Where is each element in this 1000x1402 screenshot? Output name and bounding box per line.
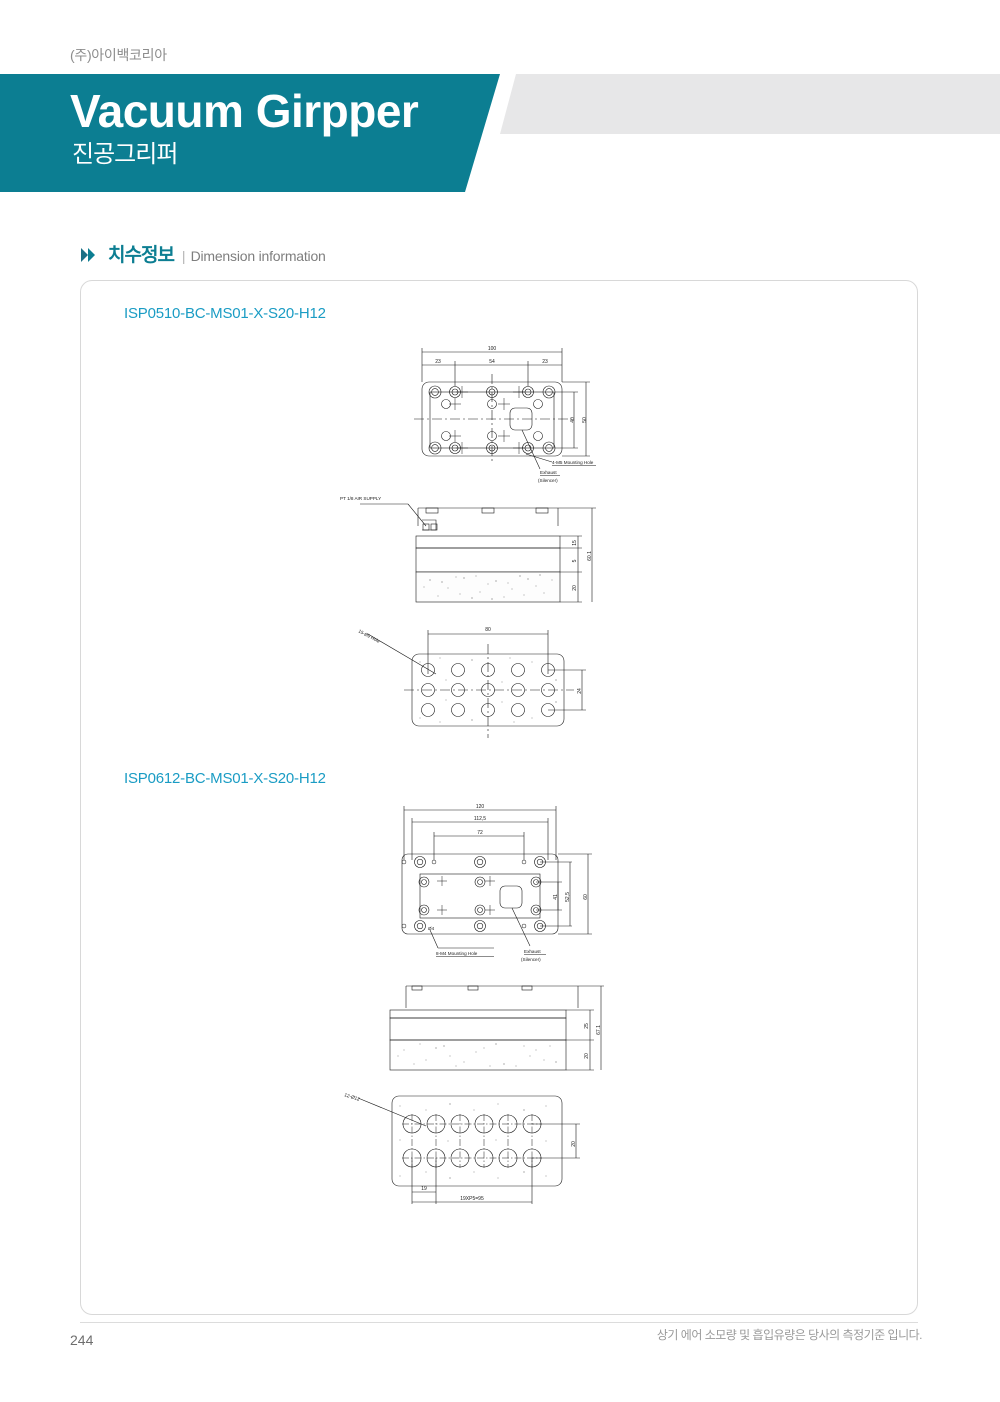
section-divider: | xyxy=(181,248,186,264)
dim-label: 24 xyxy=(577,688,583,694)
drawing-1-bottom-view: 80 24 15-Ø9 Hole xyxy=(350,618,610,743)
callout-mounting-hole: 4-M5 Mounting Hole xyxy=(552,460,594,465)
callout-hole-dia: Ø4 xyxy=(428,926,435,931)
callout-exhaust: Exhaust xyxy=(540,470,557,475)
chevron-right-icon xyxy=(80,247,102,263)
page-subtitle: 진공그리퍼 xyxy=(72,141,178,168)
company-name: (주)아이백코리아 xyxy=(70,47,167,63)
page-number: 244 xyxy=(70,1332,94,1348)
dim-label: 112,5 xyxy=(474,816,486,822)
footer-note: 상기 에어 소모량 및 흡입유량은 당사의 측정기준 입니다. xyxy=(656,1328,923,1342)
section-title-en: Dimension information xyxy=(190,248,326,264)
drawing-2-side-view: 25 20 67.1 xyxy=(382,978,612,1083)
section-title-ko: 치수정보 xyxy=(108,245,175,266)
dimension-card xyxy=(80,280,918,1315)
callout-silencer: (Silencer) xyxy=(521,957,541,962)
dim-label: 20 xyxy=(572,585,578,591)
header-accent-shape xyxy=(500,74,1000,134)
dim-label: 40 xyxy=(570,417,576,423)
dim-label: 23 xyxy=(435,359,441,365)
dim-label: 50 xyxy=(582,417,588,423)
dim-label: 25 xyxy=(584,1023,590,1029)
callout-air-supply: PT 1/8 AIR SUPPLY xyxy=(340,496,381,501)
callout-exhaust: Exhaust xyxy=(524,949,541,954)
dim-label: 60 xyxy=(583,894,589,900)
header-banner xyxy=(0,74,500,192)
page-title: Vacuum Girpper xyxy=(70,85,419,137)
dim-label: 67.1 xyxy=(596,1025,602,1035)
dim-label: 19XP5=95 xyxy=(460,1196,484,1202)
model-label-1: ISP0510-BC-MS01-X-S20-H12 xyxy=(124,305,326,322)
dim-label: 120 xyxy=(476,804,485,810)
dim-label: 54 xyxy=(489,359,495,365)
drawing-1-top-view: 100 23 54 23 40 50 4-M5 Mounting Hole Ex… xyxy=(400,342,615,502)
dim-label: 41 xyxy=(553,894,559,900)
section-heading: 치수정보 | Dimension information xyxy=(80,240,326,267)
callout-hole: 15-Ø9 Hole xyxy=(358,628,381,644)
dim-label: 5 xyxy=(572,559,578,562)
dim-label: 20 xyxy=(584,1053,590,1059)
dim-label: 72 xyxy=(477,830,483,836)
dim-label: 15 xyxy=(572,540,578,546)
dim-label: 100 xyxy=(488,346,497,352)
drawing-2-top-view: 120 112,5 72 41 52,5 60 8-M4 Mounting Ho… xyxy=(390,798,610,963)
dim-label: 80 xyxy=(485,627,491,633)
dim-label: 23 xyxy=(542,359,548,365)
dim-label: 20 xyxy=(571,1141,577,1147)
model-label-2: ISP0612-BC-MS01-X-S20-H12 xyxy=(124,770,326,787)
dim-label: 60.1 xyxy=(587,551,593,561)
callout-mounting-hole: 8-M4 Mounting Hole xyxy=(436,951,478,956)
callout-silencer: (Silencer) xyxy=(538,478,558,483)
dim-label: 52,5 xyxy=(565,892,571,902)
dim-label: 19 xyxy=(421,1186,427,1192)
footer-divider xyxy=(80,1322,918,1323)
callout-hole: 12-Ø12 xyxy=(343,1092,360,1103)
drawing-2-bottom-view: 20 19 19XP5=95 12-Ø12 xyxy=(340,1088,620,1213)
drawing-1-side-view: PT 1/8 AIR SUPPLY 15 5 20 60.1 xyxy=(330,480,610,610)
